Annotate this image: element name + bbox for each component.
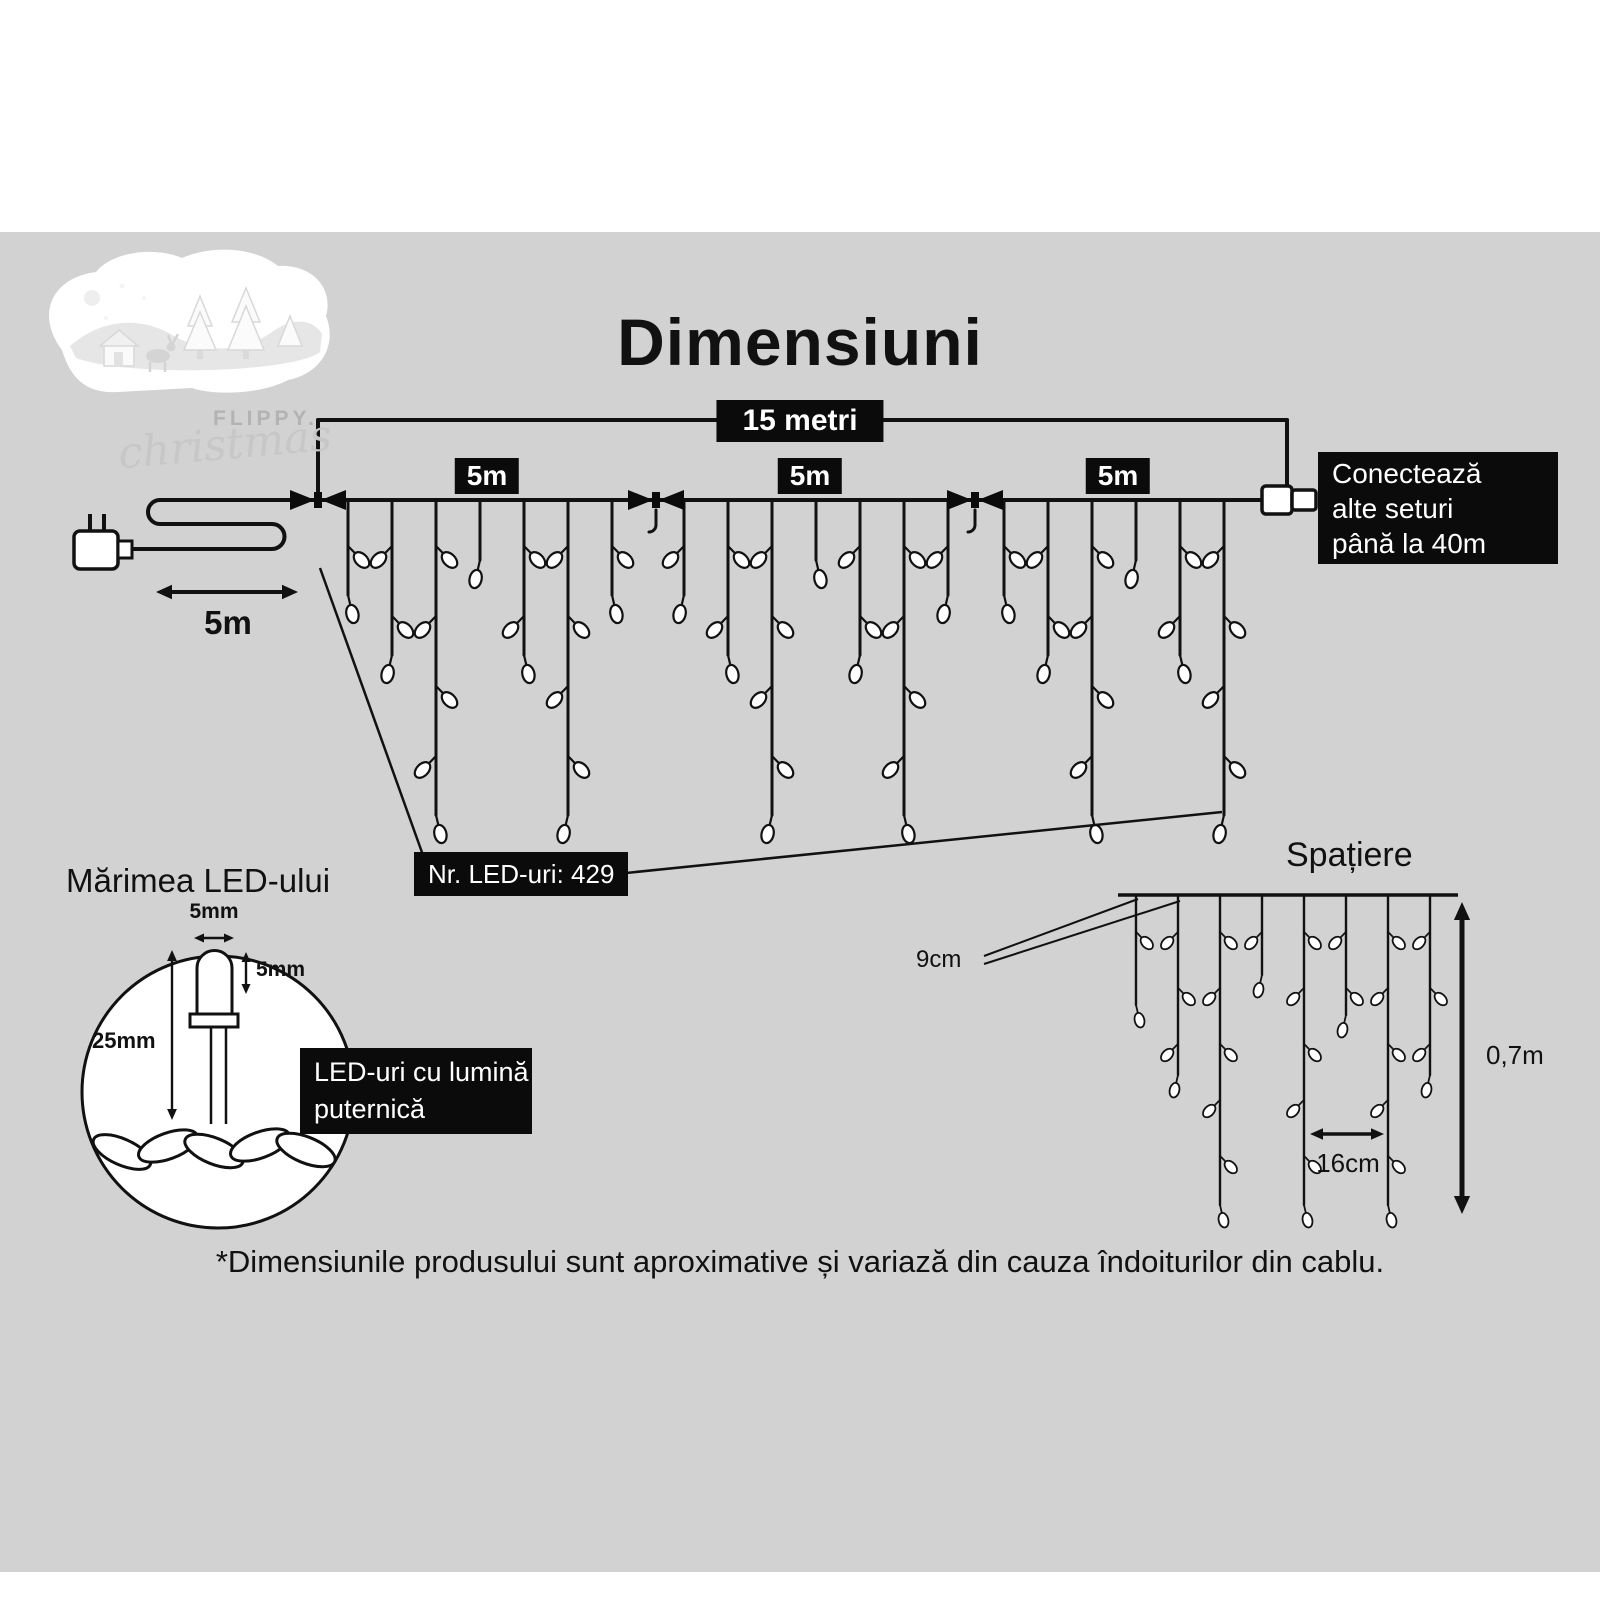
tree-icons: [182, 286, 304, 351]
led-brightness-note-line: LED-uri cu lumină: [314, 1057, 529, 1087]
lead-length-label: 5m: [204, 604, 252, 641]
end-connector-icon: [1260, 484, 1318, 516]
led-size-heading: Mărimea LED-ului: [66, 862, 331, 899]
section-length-label: 5m: [777, 458, 843, 494]
house-icon: [97, 329, 141, 367]
page-title: Dimensiuni: [617, 305, 983, 379]
led-count-pointer-lines: [318, 567, 1223, 876]
logo-illustration: [49, 249, 330, 393]
connect-note-line: Conectează: [1332, 457, 1482, 489]
deer-icon: [146, 333, 180, 372]
led-brightness-note-line: puternică: [314, 1094, 426, 1124]
connect-note-line: alte seturi: [1332, 492, 1454, 524]
led-cap-height-label: 5mm: [256, 958, 306, 981]
brand-name: FLIPPY.: [213, 407, 319, 430]
connect-note: Conectează alte seturi până la 40m: [1318, 452, 1558, 564]
led-count-label: Nr. LED-uri: 429: [414, 852, 629, 896]
power-plug-icon: [72, 514, 134, 571]
wire-clips: [290, 490, 1003, 534]
disclaimer-text: *Dimensiunile produsului sunt aproximati…: [215, 1244, 1385, 1279]
drop-height-label: 0,7m: [1486, 1040, 1544, 1070]
section-length-label: 5m: [454, 458, 520, 494]
led-length-label: 25mm: [92, 1028, 156, 1053]
moon-icon: [84, 290, 100, 306]
led-brightness-note: LED-uri cu lumină puternică: [300, 1048, 532, 1134]
led-bulb-icon: [195, 949, 234, 1016]
horizontal-gap-label: 16cm: [1316, 1148, 1380, 1178]
main-curtain: [345, 498, 1247, 845]
spacing-diagram-lines: [983, 893, 1458, 965]
total-length-label: 15 metri: [716, 400, 884, 442]
led-size-drawing: [80, 949, 356, 1230]
measure-arrows: [156, 584, 1471, 1214]
twisted-wire-icon: [91, 1127, 337, 1171]
drop-gap-label: 9cm: [916, 946, 962, 973]
spacing-heading: Spațiere: [1286, 836, 1413, 874]
spacing-curtain: [1133, 893, 1448, 1229]
connect-note-line: până la 40m: [1332, 527, 1487, 559]
led-width-label: 5mm: [189, 900, 239, 923]
section-length-label: 5m: [1085, 458, 1151, 494]
